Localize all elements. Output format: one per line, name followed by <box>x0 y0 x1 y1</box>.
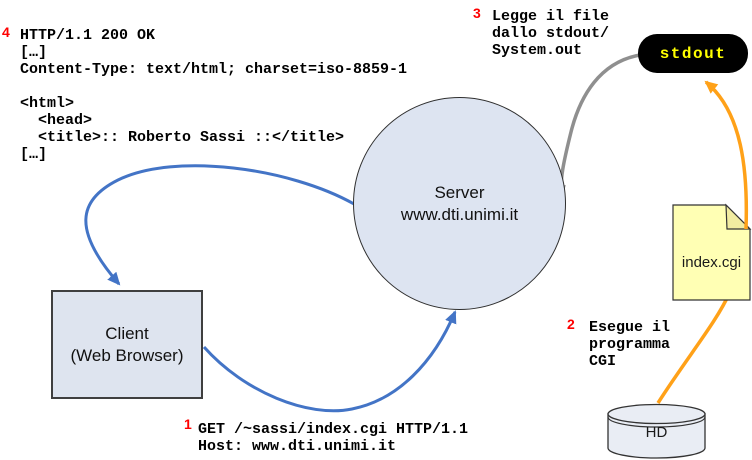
hd-cylinder-top <box>607 403 706 425</box>
index-cgi-file-fold <box>725 203 752 230</box>
step1-code: GET /~sassi/index.cgi HTTP/1.1 Host: www… <box>198 421 469 455</box>
step4-number: 4 <box>2 24 10 40</box>
request-arrow <box>202 310 457 413</box>
client-label-line1: Client <box>105 323 149 343</box>
step2-number: 2 <box>567 316 575 332</box>
stdout-node: stdout <box>638 34 748 73</box>
step3-text: Legge il file dallo stdout/ System.out <box>492 8 610 59</box>
response-arrow <box>84 164 355 286</box>
server-node: Server www.dti.unimi.it <box>353 97 566 310</box>
step1-number: 1 <box>184 416 192 432</box>
index-cgi-label: index.cgi <box>681 254 742 271</box>
step4-code: HTTP/1.1 200 OK […] Content-Type: text/h… <box>20 27 408 163</box>
step2-text: Esegue il programma CGI <box>589 319 671 370</box>
client-label-line2: (Web Browser) <box>70 345 184 365</box>
stdout-read-arrow <box>553 53 641 199</box>
stdout-label: stdout <box>659 44 727 63</box>
server-label-line1: Server <box>434 182 485 202</box>
hd-label: HD <box>645 424 668 441</box>
server-label-line2: www.dti.unimi.it <box>400 204 519 224</box>
client-node: Client (Web Browser) <box>51 290 203 399</box>
index-cgi-file <box>672 204 751 301</box>
step3-number: 3 <box>473 5 481 21</box>
cgi-output-arrow <box>704 80 749 230</box>
